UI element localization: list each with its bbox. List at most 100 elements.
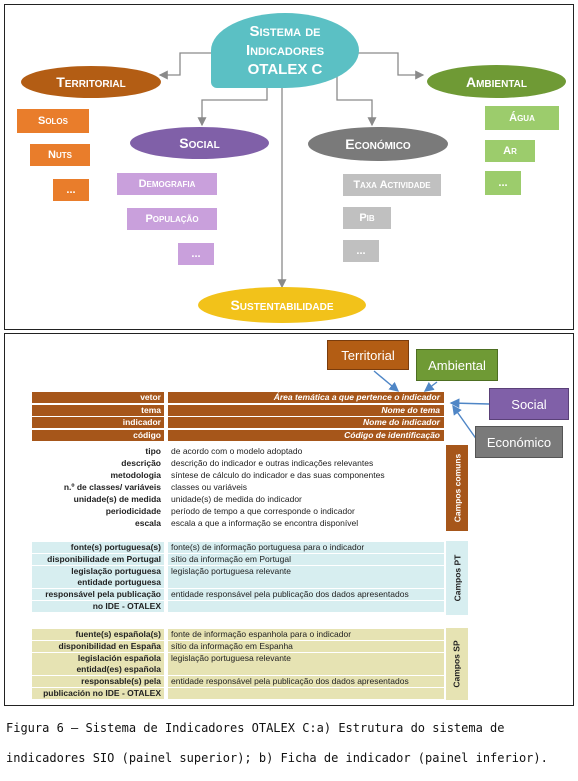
row-label: publicación no IDE - OTALEX bbox=[32, 688, 164, 699]
row-value: legislação portuguesa relevante bbox=[168, 652, 444, 664]
economico-item-pib: Pib bbox=[343, 207, 391, 229]
row-value bbox=[168, 688, 444, 699]
sustentabilidade-node: Sustentabilidade bbox=[198, 287, 366, 323]
row-label: unidade(s) de medida bbox=[32, 494, 164, 505]
ambiental-node: Ambiental bbox=[427, 65, 566, 98]
social-item-populacao: População bbox=[127, 208, 217, 230]
row-value: Área temática a que pertence o indicador bbox=[168, 392, 444, 403]
row-value: escala a que a informação se encontra di… bbox=[168, 518, 444, 529]
item-label: Pib bbox=[359, 212, 375, 224]
row-value: sítio da informação em Espanha bbox=[168, 640, 444, 652]
side-label: Campos SP bbox=[452, 640, 462, 688]
row-label: disponibilidad en España bbox=[32, 640, 164, 652]
topic-economico: Económico bbox=[475, 426, 563, 458]
row-value: Nome do tema bbox=[168, 404, 444, 416]
economico-label: Económico bbox=[345, 136, 411, 152]
row-label: tema bbox=[32, 404, 164, 416]
row-label: indicador bbox=[32, 417, 164, 428]
row-label: legislación española bbox=[32, 652, 164, 664]
item-label: ... bbox=[66, 184, 76, 196]
row-label: no IDE - OTALEX bbox=[32, 601, 164, 612]
row-label: entidade portuguesa bbox=[32, 577, 164, 589]
row-value: de acordo com o modelo adoptado bbox=[168, 446, 444, 457]
item-label: Água bbox=[509, 112, 535, 124]
row-label: disponibilidade em Portugal bbox=[32, 553, 164, 565]
topic-ambiental: Ambiental bbox=[416, 349, 498, 381]
item-label: Ar bbox=[503, 145, 517, 157]
topic-social: Social bbox=[489, 388, 569, 420]
ambiental-item-agua: Água bbox=[485, 106, 559, 130]
item-label: ... bbox=[498, 177, 508, 189]
row-label: metodologia bbox=[32, 470, 164, 481]
social-node: Social bbox=[130, 127, 269, 159]
row-label: escala bbox=[32, 518, 164, 529]
economico-item-more: ... bbox=[343, 240, 379, 262]
territorial-label: Territorial bbox=[56, 74, 126, 90]
row-label: legislação portuguesa bbox=[32, 565, 164, 577]
row-value: Código de identificação bbox=[168, 429, 444, 441]
row-value: classes ou variáveis bbox=[168, 482, 444, 493]
row-value: sítio da informação em Portugal bbox=[168, 553, 444, 565]
social-item-more: ... bbox=[178, 243, 214, 265]
row-label: periodicidade bbox=[32, 506, 164, 517]
row-value: fonte(s) de informação portuguesa para o… bbox=[168, 542, 444, 553]
item-label: População bbox=[145, 213, 199, 225]
territorial-item-more: ... bbox=[53, 179, 89, 201]
row-label: responsable(s) pela bbox=[32, 676, 164, 688]
economico-item-taxa: Taxa Actividade bbox=[343, 174, 441, 196]
row-label: código bbox=[32, 429, 164, 441]
row-value: período de tempo a que corresponde o ind… bbox=[168, 506, 444, 517]
side-label: Campos comuns bbox=[452, 453, 462, 523]
row-value: Nome do indicador bbox=[168, 417, 444, 428]
item-label: Nuts bbox=[48, 149, 72, 161]
row-value: legislação portuguesa relevante bbox=[168, 565, 444, 577]
territorial-item-nuts: Nuts bbox=[30, 144, 90, 166]
item-label: ... bbox=[356, 245, 366, 257]
territorial-item-solos: Solos bbox=[17, 109, 89, 133]
topic-label: Económico bbox=[486, 434, 552, 450]
row-value bbox=[168, 577, 444, 589]
item-label: ... bbox=[191, 248, 201, 260]
row-label: responsável pela publicação bbox=[32, 589, 164, 601]
sustentabilidade-label: Sustentabilidade bbox=[230, 297, 334, 313]
ambiental-label: Ambiental bbox=[465, 73, 528, 90]
item-label: Taxa Actividade bbox=[353, 179, 431, 191]
row-value: entidade responsável pela publicação dos… bbox=[168, 589, 444, 601]
caption-line-1: Figura 6 – Sistema de Indicadores OTALEX… bbox=[6, 721, 505, 735]
main-system-label: Sistema de Indicadores OTALEX C bbox=[245, 23, 325, 78]
row-value bbox=[168, 664, 444, 676]
row-label: fonte(s) portuguesa(s) bbox=[32, 542, 164, 553]
side-label: Campos PT bbox=[452, 554, 463, 602]
ambiental-item-more: ... bbox=[485, 171, 521, 195]
caption-line-2: indicadores SIO (painel superior); b) Fi… bbox=[6, 751, 548, 765]
side-campos-comuns: Campos comuns bbox=[446, 445, 468, 531]
territorial-node: Territorial bbox=[21, 66, 161, 98]
row-label: n.º de classes/ variáveis bbox=[32, 482, 164, 493]
row-value: descrição do indicador e outras indicaçõ… bbox=[168, 458, 444, 469]
social-item-demografia: Demografia bbox=[117, 173, 217, 195]
figure-caption: Figura 6 – Sistema de Indicadores OTALEX… bbox=[6, 721, 572, 765]
row-label: vetor bbox=[32, 392, 164, 403]
row-value: fonte de informação espanhola para o ind… bbox=[168, 629, 444, 640]
topic-territorial: Territorial bbox=[327, 340, 409, 370]
row-label: tipo bbox=[32, 446, 164, 457]
topic-arrows bbox=[373, 370, 490, 441]
row-value: unidade(s) de medida do indicador bbox=[168, 494, 444, 505]
row-label: descrição bbox=[32, 458, 164, 469]
item-label: Demografia bbox=[138, 178, 196, 190]
item-label: Solos bbox=[37, 115, 68, 127]
row-value: entidade responsável pela publicação dos… bbox=[168, 676, 444, 688]
row-value bbox=[168, 601, 444, 612]
topic-label: Social bbox=[511, 396, 547, 412]
row-label: entidad(es) española bbox=[32, 664, 164, 676]
economico-node: Económico bbox=[308, 127, 448, 161]
ambiental-item-ar: Ar bbox=[485, 140, 535, 162]
indicator-sheet-panel: Territorial Ambiental Social Económico v… bbox=[4, 333, 574, 706]
row-label: fuente(s) española(s) bbox=[32, 629, 164, 640]
row-value: síntese de cálculo do indicador e das su… bbox=[168, 470, 444, 481]
topic-label: Ambiental bbox=[428, 357, 486, 373]
side-campos-pt: Campos PT bbox=[446, 541, 468, 615]
main-system-node: Sistema de Indicadores OTALEX C bbox=[211, 13, 359, 88]
side-campos-sp: Campos SP bbox=[446, 628, 468, 700]
topic-label: Territorial bbox=[341, 347, 395, 363]
